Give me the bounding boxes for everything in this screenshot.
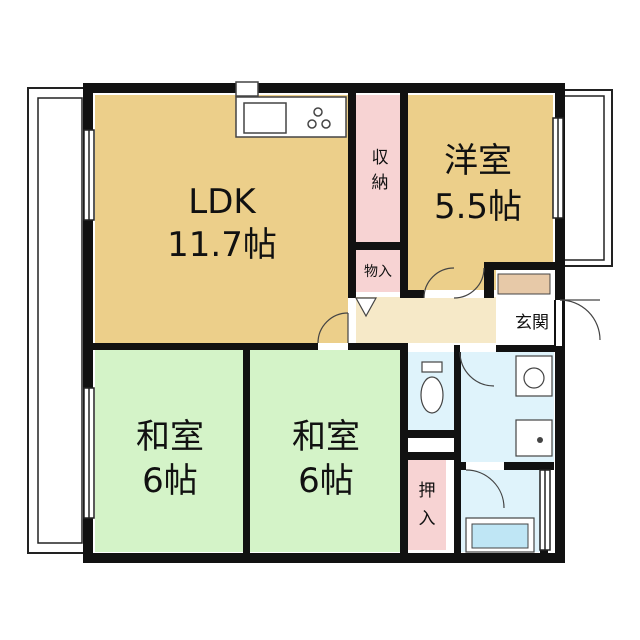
ldk-size: 11.7帖 bbox=[167, 225, 277, 265]
yoshitsu-size: 5.5帖 bbox=[434, 187, 522, 227]
shuno-label-line1: 収 bbox=[372, 148, 389, 168]
kitchen-counter bbox=[235, 81, 347, 138]
washitsu-left-size: 6帖 bbox=[142, 461, 198, 501]
yoshitsu-name: 洋室 bbox=[444, 141, 512, 181]
washitsu-right-name: 和室 bbox=[292, 417, 360, 457]
stove-burner-2 bbox=[321, 119, 331, 129]
bathtub-inner bbox=[471, 523, 529, 549]
ldk-name: LDK bbox=[188, 182, 257, 222]
room-monoire bbox=[356, 250, 400, 292]
shoe-cabinet bbox=[497, 273, 551, 295]
room-shuno bbox=[356, 95, 404, 243]
oshiire-label-line2: 入 bbox=[419, 509, 436, 529]
stove-burner-3 bbox=[307, 119, 317, 129]
stove-burner-1 bbox=[313, 107, 323, 117]
toilet-fixture bbox=[420, 361, 444, 414]
windows bbox=[83, 117, 564, 551]
room-washitsu-left bbox=[95, 350, 243, 552]
doors bbox=[317, 267, 601, 509]
room-washitsu-right bbox=[250, 350, 400, 552]
hallway bbox=[356, 297, 506, 343]
room-oshiire bbox=[408, 460, 446, 550]
room-yoshitsu bbox=[408, 95, 553, 290]
genkan-label: 玄関 bbox=[515, 313, 549, 333]
oshiire-label-line1: 押 bbox=[419, 481, 436, 501]
washitsu-right-size: 6帖 bbox=[298, 461, 354, 501]
balcony-right bbox=[557, 89, 613, 267]
washing-machine bbox=[515, 419, 553, 457]
washbasin bbox=[515, 355, 553, 397]
balcony-left bbox=[27, 87, 89, 554]
washitsu-left-name: 和室 bbox=[136, 417, 204, 457]
monoire-label: 物入 bbox=[364, 264, 392, 280]
shuno-label-line2: 納 bbox=[372, 173, 389, 193]
